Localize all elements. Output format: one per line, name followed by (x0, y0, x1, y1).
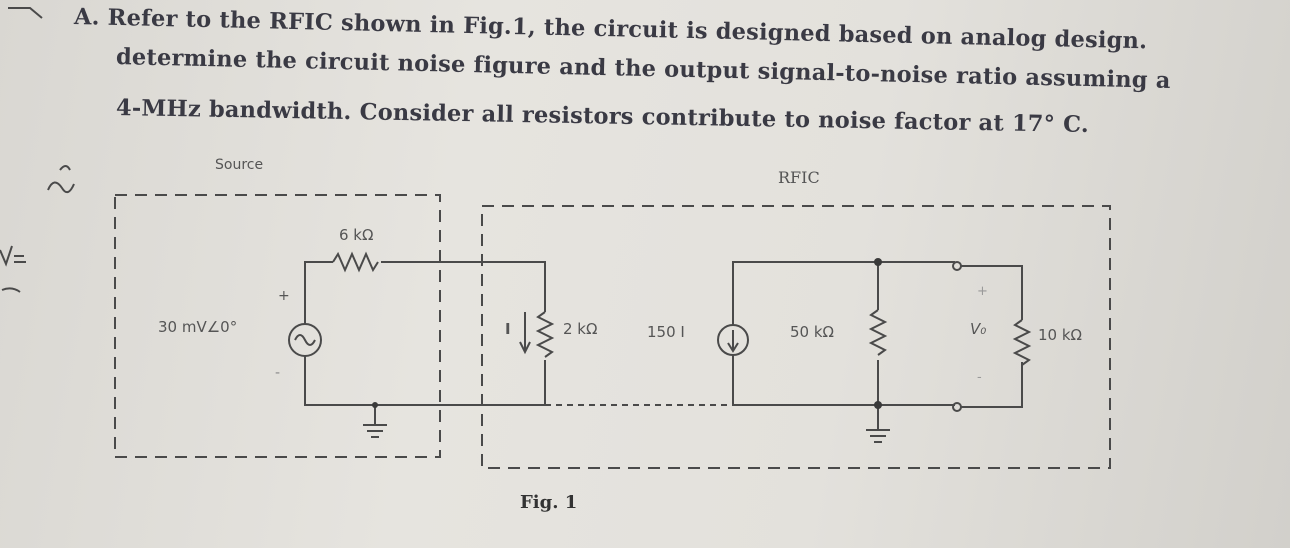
minus-sign-source: - (275, 365, 281, 381)
output-terminal-bottom (952, 402, 962, 412)
junction-dot-source (372, 402, 378, 408)
wire-bottom (304, 356, 546, 406)
minus-sign-output: - (977, 370, 982, 385)
junction-dot-top (874, 258, 882, 266)
output-terminal-top (952, 261, 962, 271)
plus-sign-source: + (278, 288, 290, 304)
wire-source-top (304, 261, 333, 325)
wire-output-bottom (732, 355, 955, 406)
current-source-arrow-icon (727, 330, 739, 353)
current-label: I (505, 320, 511, 338)
resistor-6k-label: 6 kΩ (339, 226, 374, 244)
resistor-10k-label: 10 kΩ (1038, 326, 1083, 344)
source-label: Source (215, 157, 264, 173)
dependent-source-label: 150 I (647, 323, 685, 341)
junction-dot-bottom (874, 401, 882, 409)
resistor-2k (535, 311, 555, 358)
sine-wave-icon (294, 334, 316, 346)
resistor-10k (1012, 319, 1032, 366)
rfic-label: RFIC (778, 168, 820, 187)
resistor-2k-label: 2 kΩ (563, 320, 598, 338)
resistor-50k (868, 309, 888, 356)
wire-load-bottom (961, 362, 1023, 408)
source-voltage-label: 30 mV∠0° (158, 318, 238, 336)
ground-icon-source (363, 405, 387, 438)
ground-icon-output (866, 405, 890, 443)
margin-mark-top (8, 7, 43, 19)
rfic-box (481, 205, 1111, 469)
figure-caption: Fig. 1 (520, 492, 578, 513)
resistor-50k-label: 50 kΩ (790, 323, 835, 341)
margin-mark-left (0, 245, 26, 267)
wire-load-top (961, 265, 1023, 320)
margin-mark-left-2 (1, 287, 21, 293)
wire-output-top (732, 261, 955, 325)
wire-top-to-rfic (381, 261, 546, 312)
current-arrow-icon (519, 312, 531, 355)
handwritten-scribble (47, 165, 75, 194)
source-box (114, 194, 441, 458)
plus-sign-output: + (977, 284, 988, 299)
resistor-6k (332, 251, 379, 273)
output-voltage-label: V₀ (970, 320, 987, 338)
